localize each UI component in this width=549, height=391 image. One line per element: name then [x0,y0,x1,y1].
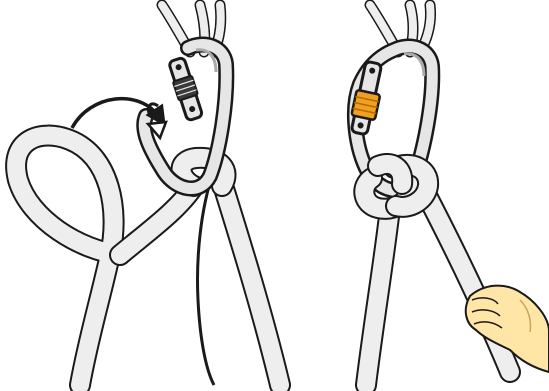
munter-hitch-icon [364,164,428,209]
locking-sleeve-icon [351,90,380,120]
right-panel [351,5,549,385]
open-gate-icon [167,56,205,121]
left-panel [16,5,280,385]
rope-icon [198,170,280,385]
rope-bight-icon [16,136,225,385]
